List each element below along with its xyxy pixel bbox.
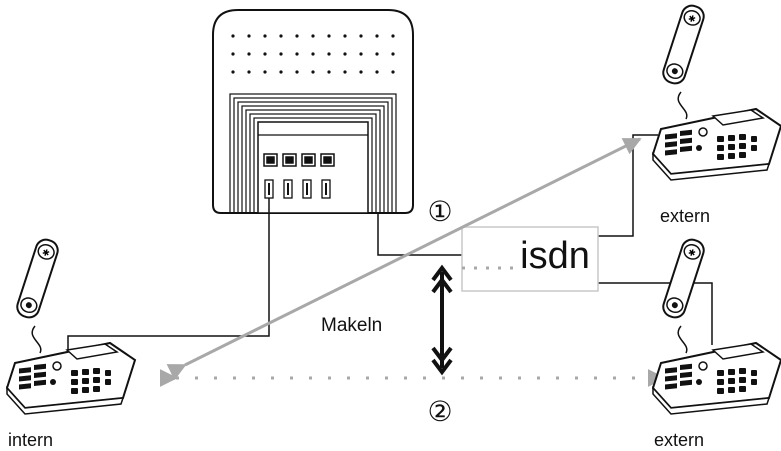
extern-bottom-label: extern	[654, 430, 704, 450]
step-one-marker: ①	[427, 196, 452, 227]
extern-top-label: extern	[660, 206, 710, 226]
active-call-arrow	[166, 137, 642, 381]
intern-label: intern	[8, 430, 53, 450]
isdn-label: isdn	[520, 235, 590, 277]
extern-top-phone-icon	[652, 2, 781, 181]
extern-bottom-phone-icon	[652, 236, 781, 415]
step-two-marker: ②	[427, 396, 452, 427]
pbx-unit-icon	[212, 9, 414, 214]
intern-phone-icon	[6, 236, 136, 415]
isdn-network-box: isdn	[461, 226, 599, 292]
makeln-label: Makeln	[321, 315, 382, 336]
vent-dots	[231, 34, 395, 74]
double-arrow-icon	[431, 264, 453, 376]
